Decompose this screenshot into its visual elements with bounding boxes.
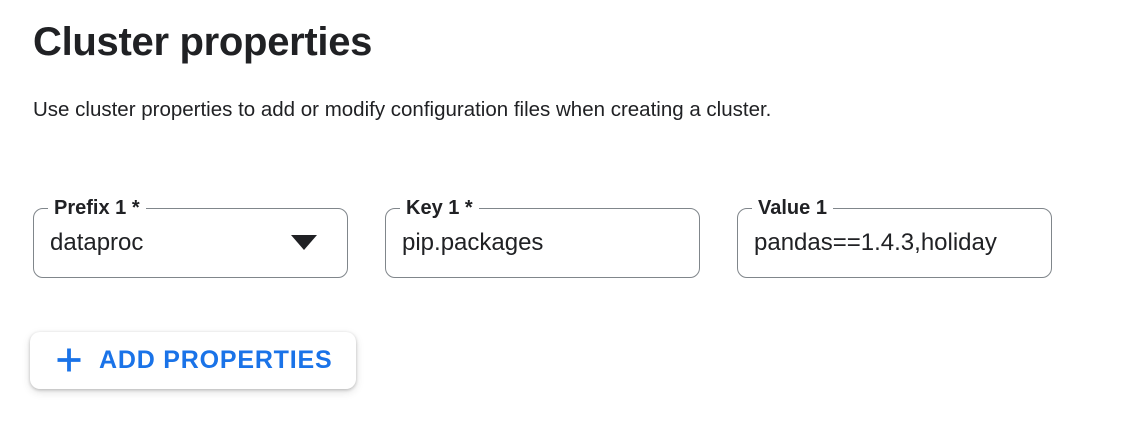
key-input[interactable] [386,208,699,277]
add-properties-button[interactable]: ADD PROPERTIES [30,331,357,389]
key-field: Key 1 * [385,195,700,278]
plus-icon [54,345,84,375]
prefix-select[interactable]: Prefix 1 * dataproc [33,195,348,278]
key-label: Key 1 * [400,195,479,220]
page-description: Use cluster properties to add or modify … [33,98,772,121]
page-title: Cluster properties [33,20,373,64]
value-field: Value 1 [737,195,1052,278]
prefix-label: Prefix 1 * [48,195,146,220]
properties-row: Prefix 1 * dataproc Key 1 * Value 1 [33,195,1089,278]
add-properties-label: ADD PROPERTIES [99,345,333,374]
cluster-properties-section: Cluster properties Use cluster propertie… [30,20,1089,389]
prefix-value: dataproc [50,228,144,256]
value-input[interactable] [738,208,1051,277]
dropdown-arrow-icon [291,235,317,251]
value-label: Value 1 [752,195,833,220]
